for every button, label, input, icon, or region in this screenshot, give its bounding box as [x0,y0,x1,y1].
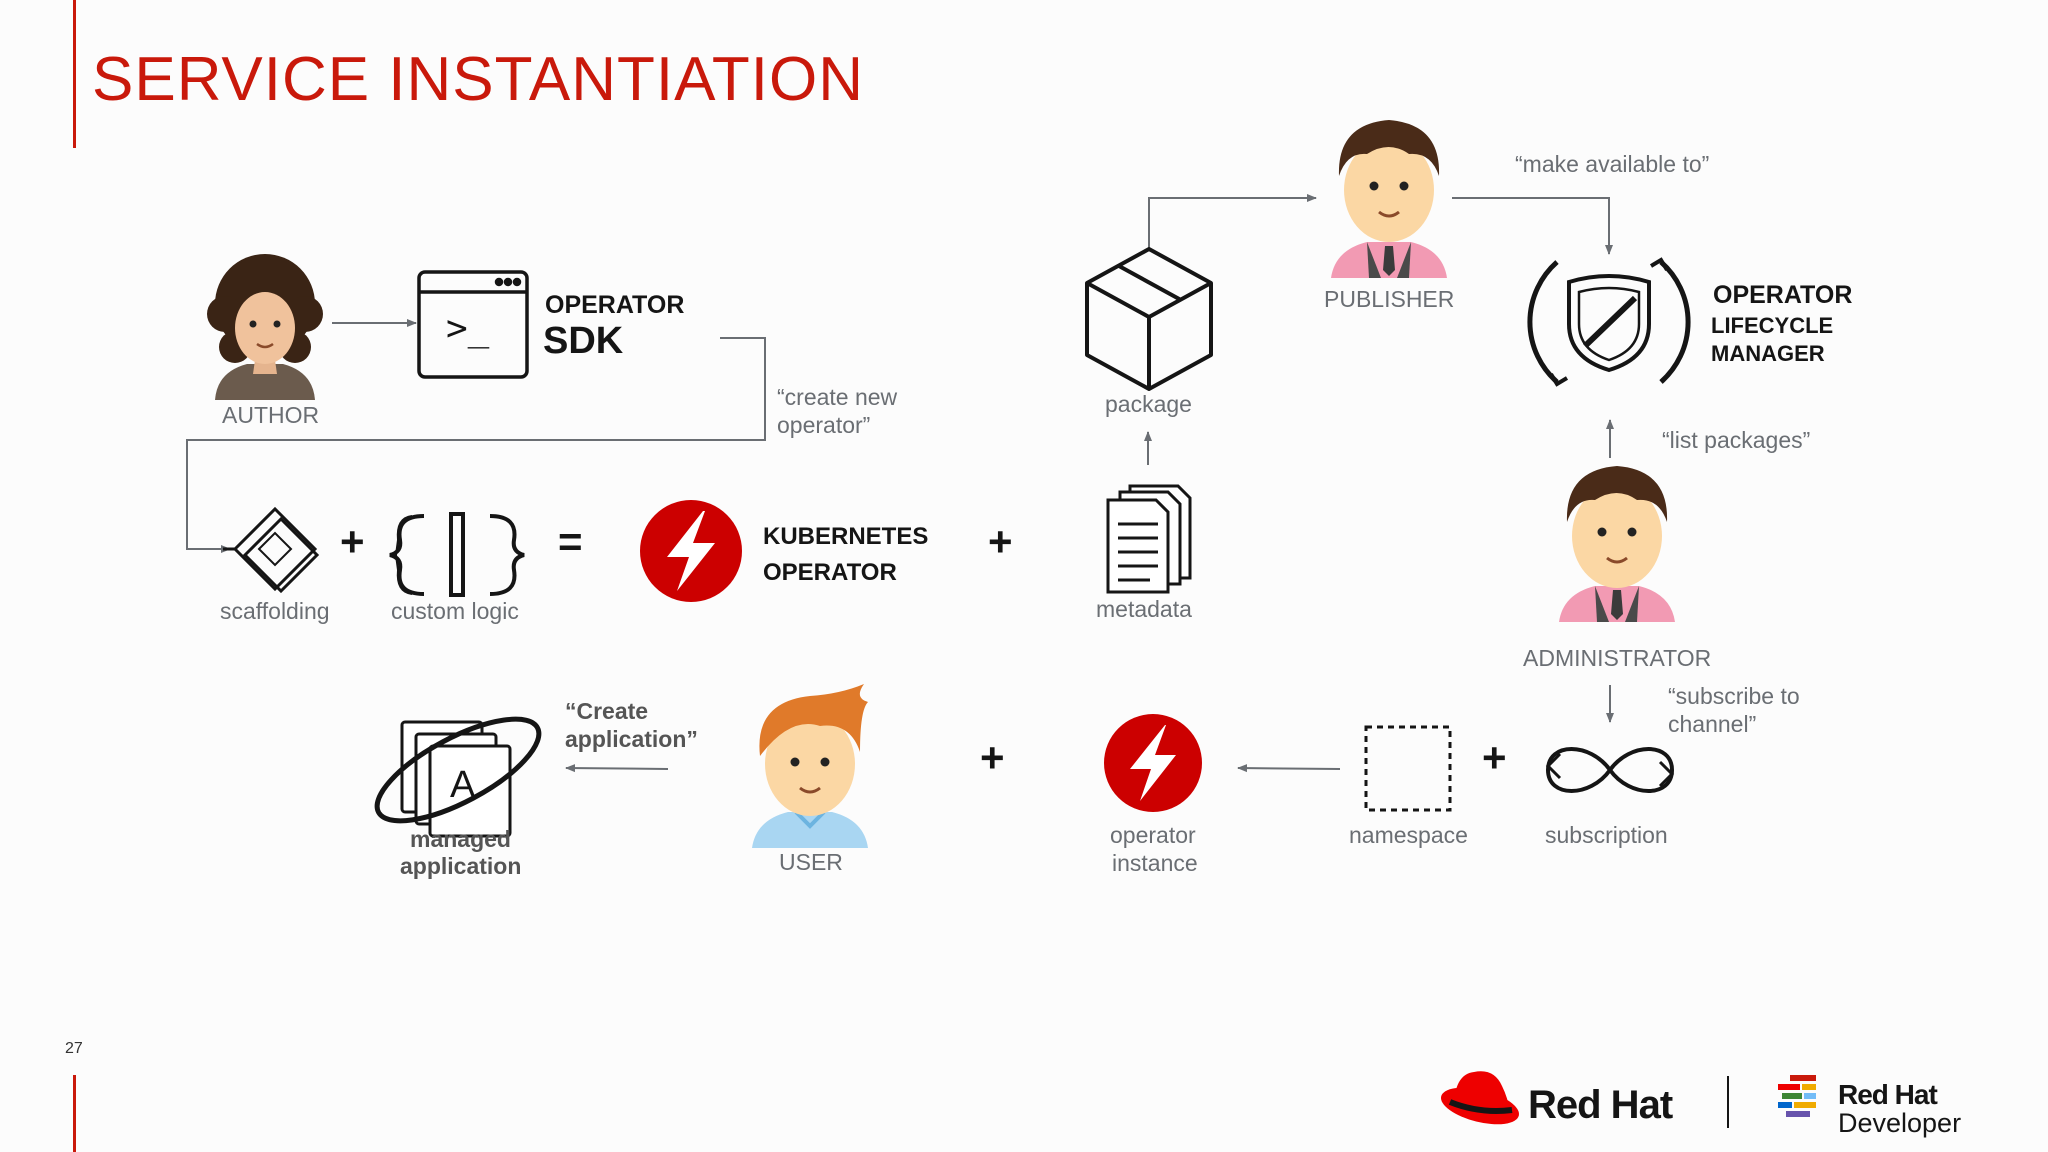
accent-bar-bottom [73,1075,76,1152]
custom-logic-icon [389,512,525,597]
olm-title-line2: LIFECYCLE [1711,313,1834,338]
metadata-icon [1106,484,1192,594]
quote-create-application-1: “Create [565,698,649,724]
package-icon [1085,247,1213,391]
equals-sign: = [558,518,583,565]
olm-shield-icon [1527,257,1691,387]
sdk-to-scaffolding-connector [186,337,766,553]
quote-create-new-operator-1: “create new [777,384,898,410]
quote-subscribe-1: “subscribe to [1668,683,1800,709]
quote-make-available: “make available to” [1515,151,1710,177]
user-avatar [752,684,868,848]
operator-instance-label-1: operator [1110,822,1196,848]
accent-bar-top [73,0,76,148]
subscription-label: subscription [1545,822,1668,848]
terminal-prompt-text: >_ [446,308,490,349]
publisher-avatar [1331,120,1447,278]
publisher-label: PUBLISHER [1324,286,1455,312]
managed-app-label-1: managed [410,826,511,852]
quote-create-application-2: application” [565,726,698,752]
kubernetes-operator-logo [640,500,742,602]
quote-list-packages: “list packages” [1662,427,1811,453]
package-to-publisher-connector [1148,194,1317,249]
user-label: USER [779,849,843,875]
redhat-wordmark: Red Hat [1528,1083,1673,1127]
scaffolding-label: scaffolding [220,598,330,624]
author-avatar [207,254,323,400]
managed-application-icon [374,716,542,838]
k8s-operator-line1: KUBERNETES [763,523,929,550]
developer-wordmark-2: Developer [1838,1108,1962,1138]
administrator-avatar [1559,466,1675,622]
page-number: 27 [65,1040,83,1057]
quote-create-new-operator-2: operator” [777,412,871,438]
managed-app-label-2: application [400,853,522,879]
sdk-title-line2: SDK [543,320,624,362]
sdk-title-line1: OPERATOR [545,291,685,319]
plus-operator-metadata: + [988,518,1013,565]
namespace-icon [1364,725,1452,812]
subscription-icon [1545,747,1675,793]
k8s-operator-line2: OPERATOR [763,559,897,586]
namespace-label: namespace [1349,822,1468,848]
author-label: AUTHOR [222,402,320,428]
package-label: package [1105,391,1192,417]
operator-instance-logo [1104,714,1202,812]
custom-logic-label: custom logic [391,598,519,624]
administrator-label: ADMINISTRATOR [1523,645,1712,671]
user-to-app-arrow [565,764,669,773]
metadata-label: metadata [1096,596,1192,622]
namespace-to-operator-arrow [1237,764,1341,773]
publisher-to-olm-connector [1452,197,1613,255]
app-letter: A [450,764,476,806]
plus-namespace-subscription: + [1482,734,1507,781]
plus-scaffolding-logic: + [340,518,365,565]
connectors [186,194,1614,773]
page-title: SERVICE INSTANTIATION [92,45,864,114]
scaffolding-icon [223,506,320,594]
plus-user-operator: + [980,734,1005,781]
operator-instance-label-2: instance [1112,850,1198,876]
olm-title-line3: MANAGER [1711,341,1825,366]
quote-subscribe-2: channel” [1668,711,1757,737]
redhat-hat-icon [1440,1071,1520,1125]
olm-title-line1: OPERATOR [1713,281,1853,309]
developer-logo-icon [1778,1075,1816,1117]
terminal-icon [417,270,529,379]
developer-wordmark-1: Red Hat [1838,1079,1938,1110]
